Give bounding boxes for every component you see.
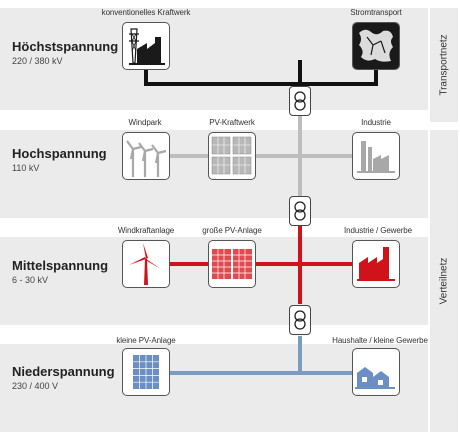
- transformer-icon: [289, 196, 311, 226]
- label-stromtransport: Stromtransport: [350, 8, 402, 17]
- label-windkraftanlage: Windkraftanlage: [117, 226, 175, 235]
- side-label-transportnetz: Transportnetz: [438, 34, 450, 96]
- wind-turbine-icon: [129, 243, 161, 285]
- box-industrie: [352, 132, 400, 180]
- box-haushalte: [352, 348, 400, 396]
- industry-icon: [357, 141, 395, 173]
- label-konventionell: konventionelles Kraftwerk: [101, 8, 191, 17]
- side-label-verteilnetz: Verteilnetz: [438, 257, 450, 305]
- box-konventionell: [122, 22, 170, 70]
- factory-icon: [357, 247, 395, 281]
- power-plant-icon: [129, 28, 165, 65]
- small-solar-panel-icon: [133, 355, 159, 389]
- line-extra-high-horizontal: [144, 82, 378, 86]
- level-voltage-hochspannung: 110 kV: [12, 163, 40, 173]
- level-title-hoechstspannung: Höchstspannung: [12, 39, 119, 54]
- solar-farm-icon: [211, 136, 252, 175]
- level-title-niederspannung: Niederspannung: [12, 364, 115, 379]
- box-pv-kraftwerk: [208, 132, 256, 180]
- line-medium-trunk: [298, 226, 302, 304]
- line-extra-high-right-vertical: [374, 70, 378, 84]
- map-icon: [353, 23, 399, 69]
- houses-icon: [355, 367, 395, 389]
- level-voltage-hoechstspannung: 220 / 380 kV: [12, 56, 63, 66]
- solar-panel-icon: [212, 249, 252, 279]
- line-medium-horizontal: [142, 262, 378, 266]
- box-industrie-gewerbe: [352, 240, 400, 288]
- level-voltage-niederspannung: 230 / 400 V: [12, 381, 59, 391]
- box-windpark: [122, 132, 170, 180]
- label-windpark: Windpark: [128, 118, 162, 127]
- box-stromtransport: [352, 22, 400, 70]
- label-haushalte: Haushalte / kleine Gewerbe: [332, 336, 428, 345]
- label-industrie: Industrie: [361, 118, 391, 127]
- box-grosse-pv: [208, 240, 256, 288]
- transformer-icon: [289, 86, 311, 116]
- line-high-horizontal: [142, 154, 378, 158]
- line-extra-high-left-vertical: [144, 70, 148, 84]
- label-industrie-gewerbe: Industrie / Gewerbe: [344, 226, 412, 235]
- box-kleine-pv: [122, 348, 170, 396]
- line-high-trunk: [298, 114, 302, 196]
- line-low-trunk: [298, 336, 302, 373]
- line-extra-high-drop: [298, 60, 302, 86]
- level-title-mittelspannung: Mittelspannung: [12, 258, 109, 273]
- transformer-icon: [289, 305, 311, 335]
- box-windkraftanlage: [122, 240, 170, 288]
- label-pv-kraftwerk: PV-Kraftwerk: [209, 118, 255, 127]
- side-bar-transportnetz: Transportnetz: [430, 8, 458, 122]
- label-grosse-pv: große PV-Anlage: [202, 226, 262, 235]
- line-low-horizontal: [142, 371, 378, 375]
- side-bar-verteilnetz: Verteilnetz: [430, 130, 458, 432]
- wind-farm-icon: [126, 140, 167, 177]
- level-voltage-mittelspannung: 6 - 30 kV: [12, 275, 49, 285]
- label-kleine-pv: kleine PV-Anlage: [116, 336, 176, 345]
- level-title-hochspannung: Hochspannung: [12, 146, 107, 161]
